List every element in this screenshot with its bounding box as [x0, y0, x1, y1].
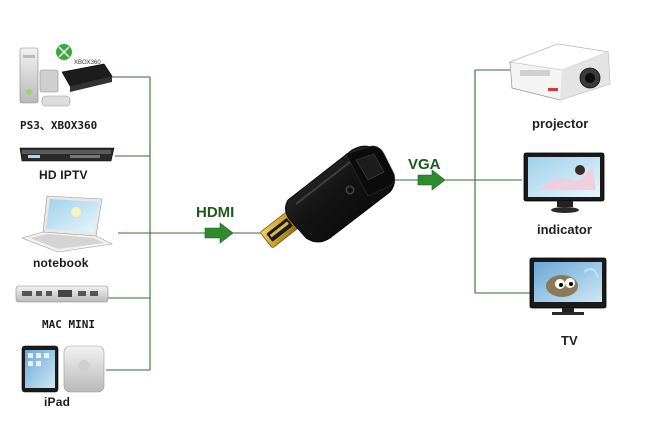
output-connector-lines	[393, 69, 530, 294]
xbox360-badge-text: XBOX360	[74, 60, 101, 66]
hdmi-arrow-icon	[204, 222, 234, 244]
projector-icon	[508, 43, 611, 101]
source-label-consoles: PS3、XBOX360	[20, 119, 98, 132]
source-connector-lines	[106, 76, 263, 371]
set-top-box-icon	[19, 147, 115, 162]
vga-arrow-icon	[417, 169, 446, 191]
tv-icon	[529, 257, 607, 315]
output-label-projector: projector	[532, 116, 589, 131]
source-label-macmini: MAC MINI	[42, 318, 95, 331]
xbox360-badge: XBOX360	[74, 60, 101, 66]
vga-label: VGA	[408, 156, 441, 173]
laptop-icon	[21, 195, 113, 253]
tablet-icon	[21, 345, 105, 393]
output-label-indicator: indicator	[537, 222, 592, 237]
hdmi-to-vga-adapter-icon	[260, 145, 395, 248]
monitor-icon	[523, 152, 605, 213]
source-label-notebook: notebook	[33, 256, 89, 270]
game-console-icon	[19, 44, 113, 107]
hdmi-label: HDMI	[196, 204, 235, 221]
output-label-tv: TV	[561, 333, 578, 348]
mac-mini-icon	[15, 285, 109, 303]
source-label-ipad: iPad	[44, 395, 71, 409]
source-label-iptv: HD IPTV	[39, 168, 88, 182]
